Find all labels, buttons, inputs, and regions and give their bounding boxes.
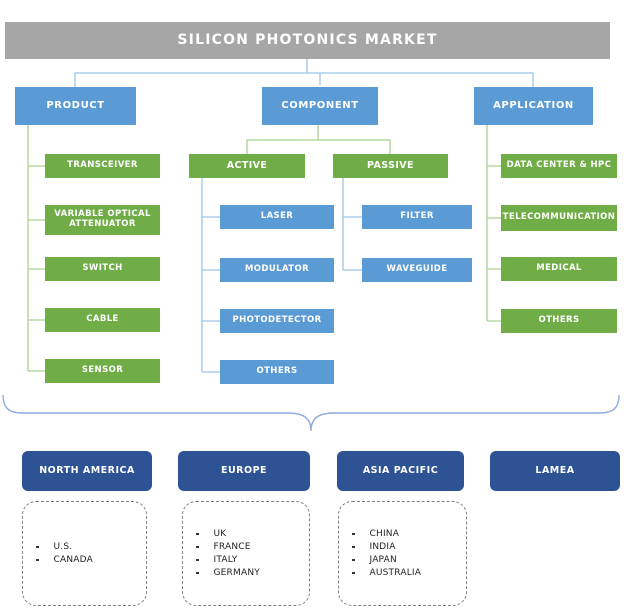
node-transceiver: TRANSCEIVER bbox=[45, 154, 160, 178]
node-modulator: MODULATOR bbox=[220, 258, 334, 282]
node-others-application: OTHERS bbox=[501, 309, 617, 333]
list-item: INDIA bbox=[352, 541, 466, 554]
country-label: ITALY bbox=[213, 554, 238, 565]
node-telecommunication: TELECOMMUNICATION bbox=[501, 205, 617, 231]
bullet-icon bbox=[352, 558, 355, 562]
node-laser: LASER bbox=[220, 205, 334, 229]
node-variable-optical-attenuator: VARIABLE OPTICAL ATTENUATOR bbox=[45, 205, 160, 235]
country-label: AUSTRALIA bbox=[369, 567, 422, 578]
country-label: FRANCE bbox=[213, 541, 251, 552]
country-label: CHINA bbox=[369, 528, 400, 539]
bullet-icon bbox=[196, 558, 199, 562]
root-title-banner: SILICON PHOTONICS MARKET bbox=[5, 22, 610, 59]
list-item: U.S. bbox=[36, 541, 146, 554]
node-cable: CABLE bbox=[45, 308, 160, 332]
node-passive: PASSIVE bbox=[333, 154, 448, 178]
bullet-icon bbox=[196, 532, 199, 536]
list-item: CHINA bbox=[352, 528, 466, 541]
region-europe: EUROPE bbox=[178, 451, 310, 491]
node-switch: SWITCH bbox=[45, 257, 160, 281]
region-asia-pacific: ASIA PACIFIC bbox=[337, 451, 464, 491]
country-list-north-america: U.S. CANADA bbox=[22, 501, 147, 606]
country-list-europe: UK FRANCE ITALY GERMANY bbox=[182, 501, 310, 606]
bullet-icon bbox=[36, 545, 39, 549]
list-item: ITALY bbox=[196, 554, 309, 567]
bullet-icon bbox=[196, 545, 199, 549]
node-component: COMPONENT bbox=[262, 87, 378, 125]
curly-brace bbox=[2, 394, 620, 432]
country-label: CANADA bbox=[53, 554, 93, 565]
list-item: FRANCE bbox=[196, 541, 309, 554]
node-active: ACTIVE bbox=[189, 154, 305, 178]
list-item: JAPAN bbox=[352, 554, 466, 567]
country-label: U.S. bbox=[53, 541, 73, 552]
node-data-center-hpc: DATA CENTER & HPC bbox=[501, 154, 617, 178]
bullet-icon bbox=[196, 571, 199, 575]
bullet-icon bbox=[352, 571, 355, 575]
country-label: JAPAN bbox=[369, 554, 397, 565]
node-medical: MEDICAL bbox=[501, 257, 617, 281]
node-sensor: SENSOR bbox=[45, 359, 160, 383]
node-filter: FILTER bbox=[362, 205, 472, 229]
country-label: INDIA bbox=[369, 541, 396, 552]
region-north-america: NORTH AMERICA bbox=[22, 451, 152, 491]
list-item: AUSTRALIA bbox=[352, 567, 466, 580]
node-waveguide: WAVEGUIDE bbox=[362, 258, 472, 282]
bullet-icon bbox=[352, 532, 355, 536]
bullet-icon bbox=[352, 545, 355, 549]
node-product: PRODUCT bbox=[15, 87, 136, 125]
region-lamea: LAMEA bbox=[490, 451, 620, 491]
country-label: GERMANY bbox=[213, 567, 260, 578]
list-item: GERMANY bbox=[196, 567, 309, 580]
country-list-asia-pacific: CHINA INDIA JAPAN AUSTRALIA bbox=[338, 501, 467, 606]
node-application: APPLICATION bbox=[474, 87, 593, 125]
node-others-component: OTHERS bbox=[220, 360, 334, 384]
country-label: UK bbox=[213, 528, 227, 539]
list-item: UK bbox=[196, 528, 309, 541]
node-photodetector: PHOTODETECTOR bbox=[220, 309, 334, 333]
list-item: CANADA bbox=[36, 554, 146, 567]
bullet-icon bbox=[36, 558, 39, 562]
